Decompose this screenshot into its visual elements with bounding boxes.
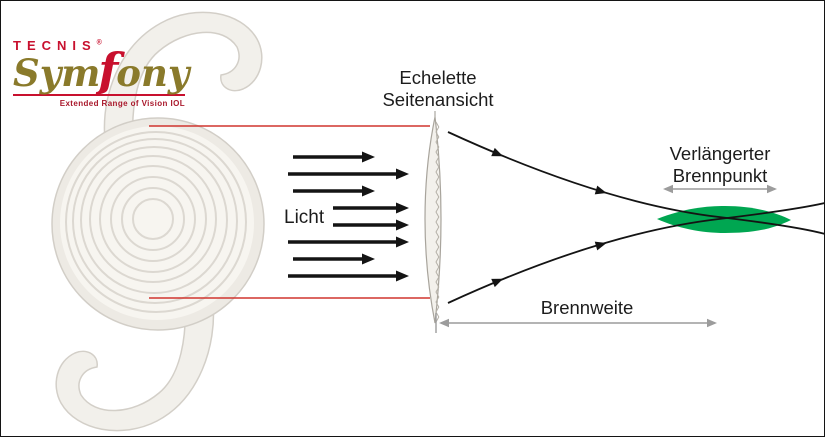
logo-product-f: f [98, 43, 119, 97]
iol-optic-face [60, 126, 254, 320]
extended-focus-label-line2: Brennpunkt [673, 165, 768, 186]
extended-focus-label-line1: Verlängerter [670, 143, 771, 164]
registered-mark: ® [96, 39, 102, 47]
echelette-profile [424, 116, 442, 324]
iol-diffractive-rings [65, 131, 247, 313]
logo-product-name: Symfony [13, 47, 190, 95]
focal-length-label: Brennweite [541, 297, 634, 318]
iol-lens-illustration [51, 11, 265, 432]
converging-rays [447, 131, 824, 304]
echelette-label-line2: Seitenansicht [382, 89, 493, 110]
iol-haptic-bottom [55, 298, 215, 432]
extended-focus-extent-arrow [663, 184, 777, 194]
logo-rule [13, 93, 185, 96]
logo-product-prefix: Sym [13, 51, 101, 95]
logo-product-suffix: ony [116, 51, 190, 95]
logo-brand-name: TECNIS® [13, 39, 189, 52]
echelette-label-line1: Echelette [399, 67, 476, 88]
logo-brand-text: TECNIS [13, 38, 97, 53]
tecnis-symfony-logo: TECNIS® Symfony Extended Range of Vision… [13, 39, 189, 108]
focal-length-arrow [435, 313, 717, 333]
logo-tagline: Extended Range of Vision IOL [59, 98, 185, 108]
ray-direction-arrowheads [491, 147, 607, 288]
light-label: Licht [284, 207, 325, 228]
echelette-serrations [435, 121, 440, 323]
light-arrows [288, 151, 409, 282]
iol-haptic-top [103, 11, 263, 144]
ray-lower [447, 202, 824, 304]
ray-upper [447, 131, 824, 235]
